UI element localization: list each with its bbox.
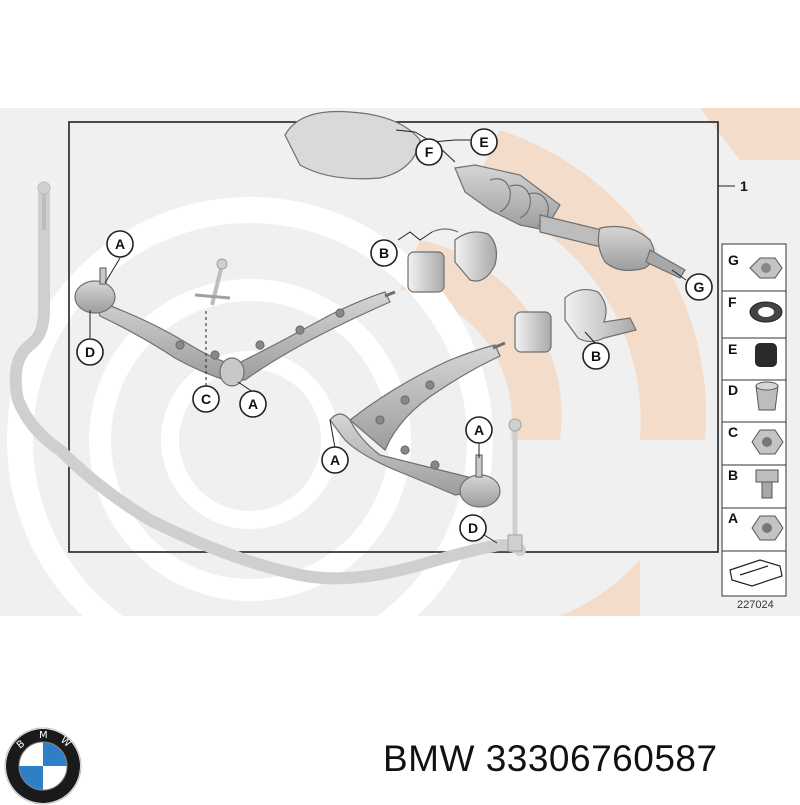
callout-a-lower-left: A [321,446,349,474]
stabilizer-link-middle [194,258,231,306]
callout-d-label: D [85,344,95,360]
legend-label: A [728,510,738,526]
bolt-icon [755,469,779,483]
callout-f: F [415,138,443,166]
legend-item-f: F [728,294,783,323]
ball-joint-lower [459,454,501,508]
callout-e: E [470,128,498,156]
stabilizer-link-right [507,418,523,552]
legend-label: G [728,252,739,268]
callout-a-upper-mid: A [239,390,267,418]
assembly-number: 1 [740,178,748,194]
callout-d-label: D [468,520,478,536]
legend-label: D [728,382,738,398]
callout-f-label: F [425,144,434,160]
callout-a-label: A [115,236,125,252]
ref-arrow-icon [729,559,783,587]
legend-label: F [728,294,737,310]
svg-text:M: M [39,730,48,741]
bushing-b-lower [514,288,637,353]
legend-item-e: E [728,341,777,367]
bushing-b-upper [407,228,498,293]
bmw-logo: B M W [4,727,82,805]
callout-d-upper: D [76,338,104,366]
callout-a-label: A [474,422,484,438]
callout-b-lower: B [582,342,610,370]
callout-a-label: A [330,452,340,468]
stabilizer-bar [9,189,526,585]
legend-label: C [728,424,738,440]
legend-item-b: B [728,467,779,499]
callout-c-label: C [201,391,211,407]
ball-joint-upper [74,267,116,314]
legend-item-g: G [728,252,783,279]
callout-e-label: E [479,134,488,150]
callout-c: C [192,385,220,413]
reference-number: 227024 [737,599,774,611]
callout-b-label: B [591,348,601,364]
callout-b-label: B [379,245,389,261]
rear-bushing-upper [219,357,245,387]
part-caption: BMW 33306760587 [383,738,718,779]
callouts: A A A A B B C D D E F G [76,128,713,542]
legend-label: E [728,341,737,357]
callout-b-upper: B [370,239,398,267]
parts-legend: G F E D C B A [721,243,787,597]
callout-g: G [685,273,713,301]
legend-label: B [728,467,738,483]
legend-item-d: D [728,381,779,411]
callout-a-lower-right: A [465,416,493,444]
callout-a-label: A [248,396,258,412]
stabilizer-link-left [37,181,51,230]
callout-a-upper-left: A [106,230,134,258]
upper-control-arm [94,290,396,381]
drive-shaft [284,110,686,279]
callout-d-lower: D [459,514,487,542]
plug-icon [755,343,777,367]
callout-g-label: G [694,279,705,295]
legend-item-c: C [728,424,784,455]
legend-item-a: A [728,510,784,541]
